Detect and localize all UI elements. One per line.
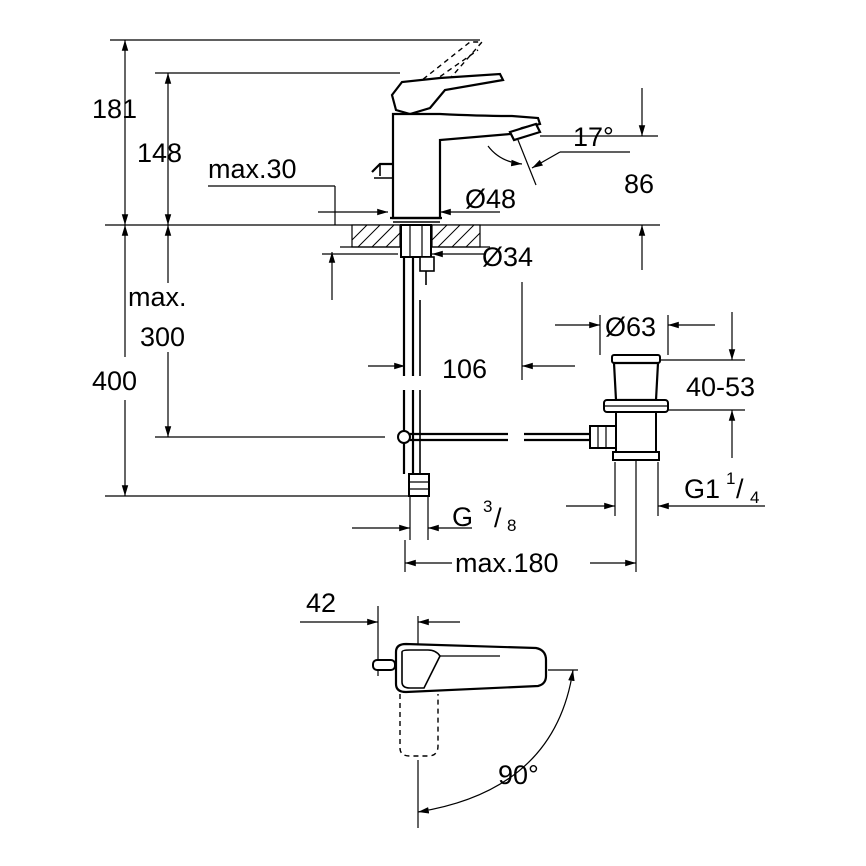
dimension-g38-slash: / — [494, 503, 502, 533]
dimension-40-53: 40-53 — [655, 312, 755, 458]
dimension-400-label: 400 — [92, 366, 137, 396]
dimension-g114-slash: / — [736, 474, 744, 504]
dimension-g38: G 3 / 8 — [352, 496, 516, 540]
dimension-148: 148 — [137, 73, 182, 225]
dimension-148-label: 148 — [137, 138, 182, 168]
dimension-17deg-label: 17° — [573, 122, 614, 152]
dimension-d34: Ø34 — [322, 242, 533, 300]
connection-hoses — [397, 224, 435, 497]
dimension-d34-label: Ø34 — [482, 242, 533, 272]
dimension-181-label: 181 — [92, 94, 137, 124]
dimension-d63-label: Ø63 — [605, 312, 656, 342]
dimension-g114-base: G1 — [684, 474, 720, 504]
dimension-106: 106 — [368, 282, 575, 384]
dimension-d48-label: Ø48 — [465, 184, 516, 214]
dimension-40-53-label: 40-53 — [686, 372, 755, 402]
pop-up-waste — [589, 354, 669, 461]
dimension-g38-base: G — [452, 502, 473, 532]
pull-rod — [410, 432, 590, 442]
dimension-300-label: 300 — [140, 322, 185, 352]
dimension-max-label: max. — [128, 282, 187, 312]
dimension-400: 400 — [92, 225, 137, 496]
dimension-max30: max.30 — [208, 154, 388, 225]
dimension-86-label: 86 — [624, 169, 654, 199]
dimension-max180: max.180 — [404, 460, 637, 578]
dimension-g114-numerator: 1 — [726, 469, 735, 488]
dimension-max180-label: max.180 — [455, 548, 559, 578]
faucet-top-view: 42 90° — [300, 588, 578, 828]
dimension-g114: G1 1 / 4 — [566, 462, 765, 516]
dimension-g38-denominator: 8 — [507, 516, 516, 535]
dimension-max30-label: max.30 — [208, 154, 297, 184]
dimension-d48: Ø48 — [440, 184, 516, 216]
dimension-max300: max. 300 — [128, 225, 187, 437]
dimension-42-label: 42 — [306, 588, 336, 618]
dimension-g38-numerator: 3 — [483, 497, 492, 516]
reference-lines — [105, 39, 660, 497]
dimension-d63: Ø63 — [555, 312, 715, 355]
dimension-g114-denominator: 4 — [750, 488, 759, 507]
dimension-17deg: 17° — [487, 122, 630, 186]
dimension-181: 181 — [92, 39, 137, 225]
faucet-front-view — [371, 41, 542, 223]
dimension-86: 86 — [540, 88, 658, 270]
dimension-90deg-label: 90° — [498, 760, 539, 790]
dimension-106-label: 106 — [442, 354, 487, 384]
